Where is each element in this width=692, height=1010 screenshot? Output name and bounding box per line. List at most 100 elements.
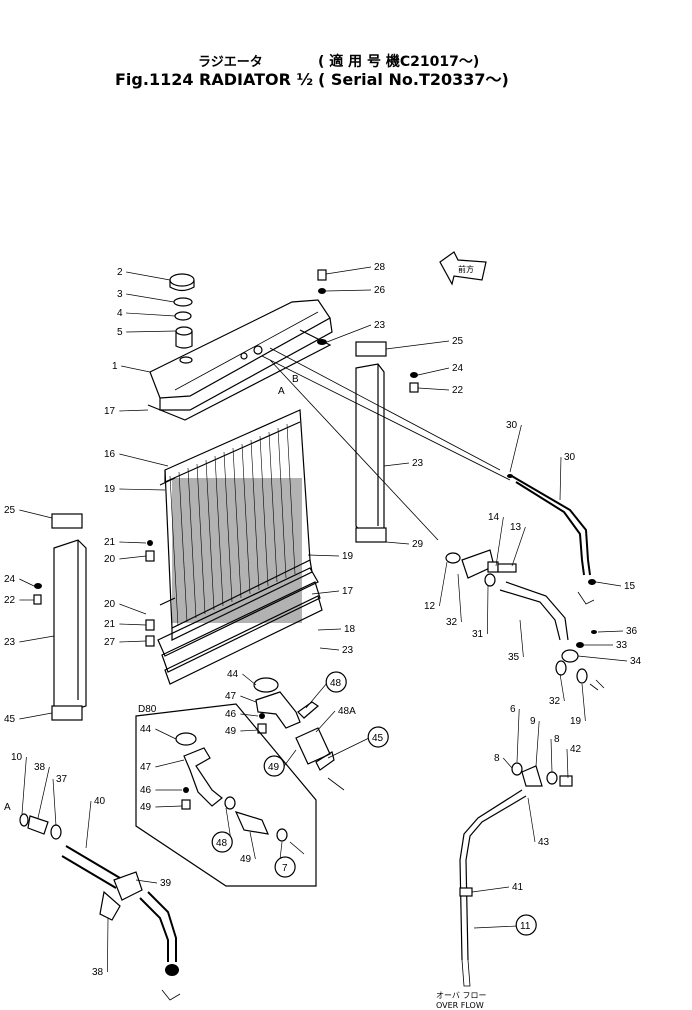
callout-leader: [119, 409, 149, 412]
callout-leader: [516, 708, 520, 763]
part-callout-49: 49: [140, 802, 152, 813]
callout-leader: [52, 778, 57, 827]
part-callout-44: 44: [227, 669, 239, 680]
part-callout-23: 23: [374, 320, 386, 331]
part-callout-48: 48: [330, 678, 342, 689]
part-callout-44: 44: [140, 724, 152, 735]
callout-leader: [595, 581, 622, 587]
figure-title: Fig.1124 RADIATOR ½: [115, 70, 313, 89]
part-callout-27: 27: [104, 637, 116, 648]
callout-leader: [307, 554, 340, 557]
callout-circle: [515, 914, 537, 936]
part-callout-30: 30: [564, 452, 576, 463]
left-bolts: [33, 540, 155, 647]
part-callout-29: 29: [412, 539, 424, 550]
callout-leader: [155, 805, 183, 808]
callout-leader: [566, 748, 569, 779]
core-fins: [169, 423, 296, 627]
callout-leader: [126, 293, 175, 303]
part-callout-8: 8: [554, 734, 560, 745]
callout-leader: [559, 673, 565, 702]
callout-leader: [240, 729, 259, 732]
callout-leader: [119, 453, 169, 467]
part-callout-46: 46: [225, 709, 237, 720]
callout-leader: [495, 516, 504, 567]
callout-leader: [126, 271, 171, 281]
part-callout-47: 47: [140, 762, 152, 773]
right-bolts: [409, 372, 419, 393]
part-callout-21: 21: [104, 537, 116, 548]
pump-inlet-fitting: [555, 630, 605, 691]
callout-leader: [325, 266, 372, 275]
part-callout-10: 10: [11, 752, 23, 763]
callout-leader: [471, 886, 510, 893]
callout-leader: [126, 312, 176, 317]
part-callout-24: 24: [452, 363, 464, 374]
callout-leader: [326, 324, 372, 343]
part-callout-21: 21: [104, 619, 116, 630]
callout-leader: [502, 757, 513, 769]
part-callout-18: 18: [344, 624, 356, 635]
right-side-bracket: [355, 341, 387, 543]
callout-leader: [119, 640, 147, 643]
part-callout-30: 30: [506, 420, 518, 431]
part-callout-25: 25: [452, 336, 464, 347]
part-callout-19: 19: [342, 551, 354, 562]
part-callout-7: 7: [282, 863, 288, 874]
part-callout-43: 43: [538, 837, 550, 848]
part-callout-42: 42: [570, 744, 582, 755]
part-callout-35: 35: [508, 652, 520, 663]
radiator-core: [164, 409, 313, 641]
part-callout-49: 49: [268, 762, 280, 773]
bottom-plates: [157, 567, 323, 685]
part-callout-16: 16: [104, 449, 116, 460]
part-callout-4: 4: [117, 308, 123, 319]
part-callout-11: 11: [520, 921, 531, 932]
callout-leader: [155, 728, 177, 740]
callout-leader: [417, 367, 450, 376]
tank-bolt: [317, 269, 327, 345]
ref-letter-b: B: [292, 374, 299, 385]
callout-leader: [240, 713, 259, 717]
upper-hose: [499, 581, 569, 641]
callout-leader: [417, 387, 450, 391]
part-callout-17: 17: [342, 586, 354, 597]
part-callout-20: 20: [104, 599, 116, 610]
part-callout-49: 49: [240, 854, 252, 865]
callout-leader: [19, 509, 53, 519]
callout-leader: [19, 578, 35, 587]
part-callout-5: 5: [117, 327, 123, 338]
part-callout-1: 1: [112, 361, 118, 372]
callout-leader: [577, 655, 628, 662]
lower-pipe-assembly: [19, 813, 181, 1001]
title-jp: ラジエータ: [198, 55, 263, 70]
core-seal-lines: [159, 477, 176, 606]
callout-leader: [85, 800, 92, 849]
front-direction-arrow: 前方: [439, 251, 487, 286]
callout-leader: [119, 623, 147, 626]
front-direction-label: 前方: [458, 264, 474, 274]
ref-letter-a: A: [278, 386, 285, 397]
callout-leader: [249, 831, 256, 860]
part-callout-48: 48: [216, 838, 228, 849]
callout-leader: [385, 340, 450, 350]
part-callout-8: 8: [494, 753, 500, 764]
overflow-tube-upper: [261, 347, 596, 605]
callout-circle: [325, 671, 347, 693]
part-callout-19: 19: [104, 484, 116, 495]
part-callout-15: 15: [624, 581, 636, 592]
part-callout-31: 31: [472, 629, 484, 640]
part-callout-48a: 48A: [338, 706, 356, 717]
detail-box-label: D80: [138, 704, 157, 715]
callout-leader: [535, 720, 540, 767]
callout-leader: [439, 561, 448, 607]
part-callout-6: 6: [510, 704, 516, 715]
callout-leader: [119, 488, 166, 491]
water-inlet-assembly: [253, 677, 345, 791]
part-callout-45: 45: [4, 714, 16, 725]
part-callout-47: 47: [225, 691, 237, 702]
callout-leader: [283, 749, 297, 768]
callout-leader: [597, 630, 624, 633]
